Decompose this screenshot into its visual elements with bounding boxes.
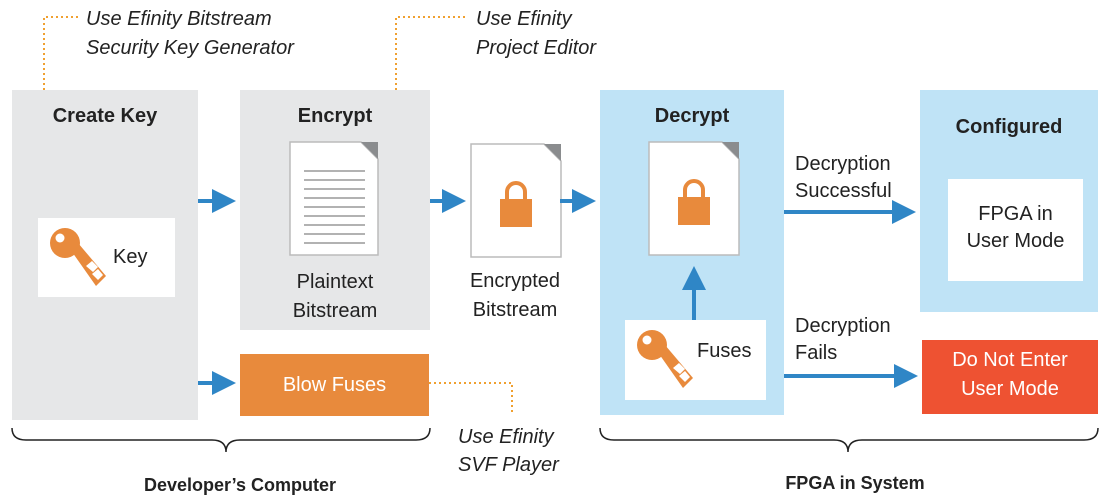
success-label-line1: Decryption bbox=[795, 153, 891, 175]
user-mode-line1: FPGA in bbox=[978, 203, 1053, 225]
do-not-enter-line2: User Mode bbox=[961, 378, 1059, 400]
create-key-panel: Create Key Key bbox=[12, 90, 198, 420]
key-label: Key bbox=[113, 246, 148, 268]
leader-project-editor bbox=[395, 16, 465, 90]
blow-fuses-box: Blow Fuses bbox=[240, 354, 429, 416]
fuses-key-icon bbox=[637, 330, 693, 388]
configured-panel: Configured FPGA in User Mode bbox=[920, 90, 1098, 312]
user-mode-line2: User Mode bbox=[966, 230, 1065, 252]
note-key-generator-line1: Use Efinity Bitstream bbox=[86, 8, 272, 30]
decrypt-document-icon bbox=[648, 141, 740, 256]
encrypted-caption-line2: Bitstream bbox=[472, 299, 558, 321]
developer-computer-label: Developer’s Computer bbox=[143, 475, 337, 495]
developer-brace bbox=[11, 427, 431, 453]
note-svf-player-line2: SVF Player bbox=[458, 454, 559, 476]
fuses-card: Fuses bbox=[625, 320, 766, 400]
do-not-enter-line1: Do Not Enter bbox=[952, 349, 1068, 371]
leader-key-generator bbox=[43, 16, 80, 90]
configured-title: Configured bbox=[955, 116, 1063, 138]
note-svf-player-line1: Use Efinity bbox=[458, 426, 554, 448]
user-mode-card: FPGA in User Mode bbox=[948, 179, 1083, 281]
fuses-label: Fuses bbox=[697, 340, 752, 362]
plaintext-document-icon bbox=[289, 141, 379, 256]
key-card: Key bbox=[38, 218, 175, 297]
encrypted-caption-line1: Encrypted bbox=[469, 270, 561, 292]
plaintext-caption-line2: Bitstream bbox=[292, 300, 378, 322]
decrypt-title: Decrypt bbox=[654, 105, 730, 127]
create-key-title: Create Key bbox=[52, 105, 158, 127]
fpga-in-system-label: FPGA in System bbox=[785, 473, 925, 493]
do-not-enter-box: Do Not Enter User Mode bbox=[922, 340, 1098, 414]
leader-svf-player bbox=[429, 382, 513, 414]
note-project-editor-line2: Project Editor bbox=[476, 37, 597, 59]
encrypted-document-icon bbox=[470, 143, 562, 258]
fails-label-line2: Fails bbox=[795, 342, 838, 364]
encrypt-title: Encrypt bbox=[297, 105, 373, 127]
fpga-brace bbox=[599, 427, 1099, 453]
plaintext-caption-line1: Plaintext bbox=[296, 271, 374, 293]
fails-label-line1: Decryption bbox=[795, 315, 891, 337]
success-label-line2: Successful bbox=[795, 180, 892, 202]
note-project-editor-line1: Use Efinity bbox=[476, 8, 572, 30]
note-key-generator-line2: Security Key Generator bbox=[86, 37, 294, 59]
key-icon bbox=[50, 228, 106, 286]
